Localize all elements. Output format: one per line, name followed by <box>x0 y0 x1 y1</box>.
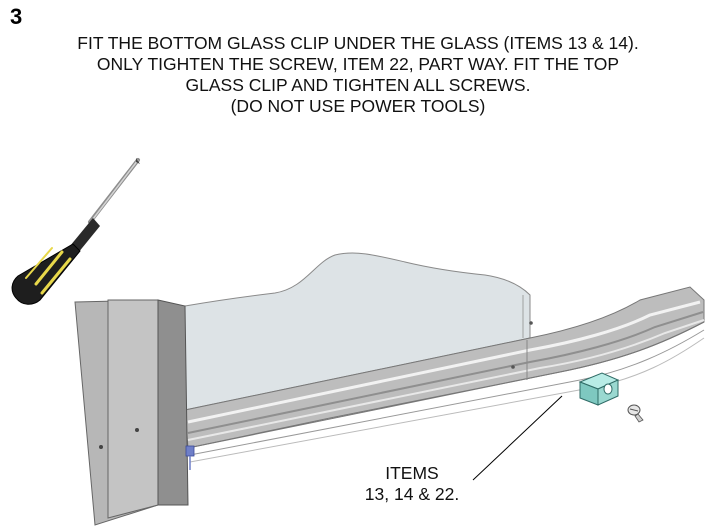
callout-line: ITEMS <box>385 463 439 483</box>
instruction-line: FIT THE BOTTOM GLASS CLIP UNDER THE GLAS… <box>77 33 639 53</box>
callout-line: 13, 14 & 22. <box>364 484 460 504</box>
screwdriver-icon <box>11 158 140 305</box>
glass-clip-icon <box>578 372 620 406</box>
glass-clip-in-place <box>185 445 195 457</box>
step-number: 3 <box>10 4 23 29</box>
instruction-text: FIT THE BOTTOM GLASS CLIP UNDER THE GLAS… <box>0 33 716 117</box>
screw-icon <box>627 404 644 423</box>
instruction-line: ONLY TIGHTEN THE SCREW, ITEM 22, PART WA… <box>96 54 620 74</box>
callout-leader-line <box>472 395 563 481</box>
instruction-line: (DO NOT USE POWER TOOLS) <box>230 96 486 116</box>
callout-label: ITEMS 13, 14 & 22. <box>352 463 472 505</box>
instruction-line: GLASS CLIP AND TIGHTEN ALL SCREWS. <box>185 75 531 95</box>
glass-panel <box>184 252 531 411</box>
